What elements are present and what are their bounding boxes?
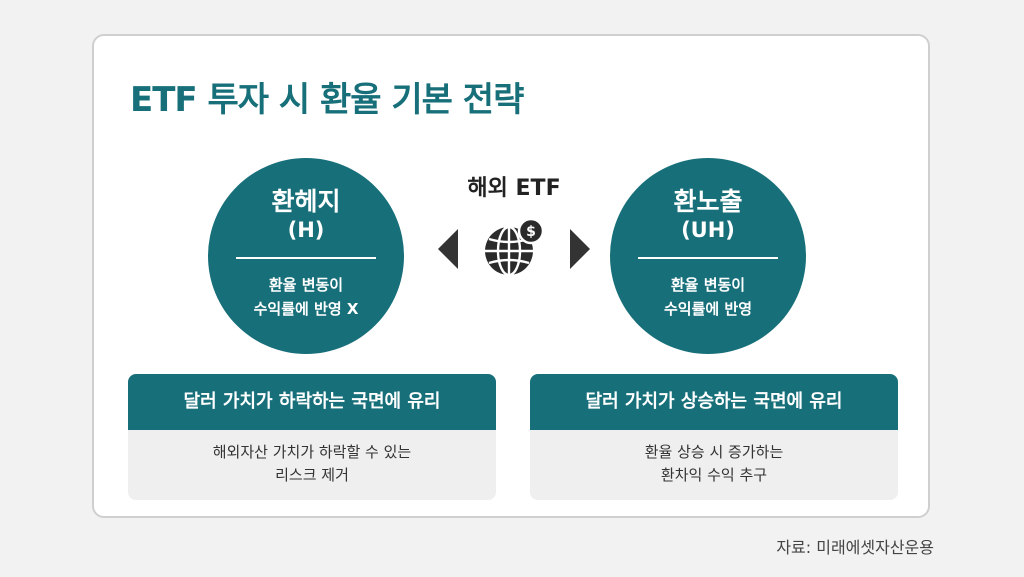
arrow-left-icon: [438, 229, 458, 269]
hedged-box-line1: 해외자산 가치가 하락할 수 있는: [212, 443, 412, 461]
unhedged-divider: [638, 257, 778, 259]
hedged-divider: [236, 257, 376, 259]
unhedged-box-body: 환율 상승 시 증가하는 환차익 수익 추구: [530, 430, 898, 500]
hedged-box-line2: 리스크 제거: [275, 466, 349, 484]
globe-dollar-icon: $: [485, 217, 545, 277]
svg-text:$: $: [526, 224, 536, 240]
unhedged-desc-line1: 환율 변동이: [670, 276, 746, 294]
unhedged-code: (UH): [681, 218, 735, 242]
unhedged-description: 환율 변동이 수익률에 반영: [610, 273, 806, 321]
unhedged-box-line2: 환차익 수익 추구: [660, 466, 768, 484]
unhedged-box-line1: 환율 상승 시 증가하는: [644, 443, 784, 461]
hedged-desc-line2: 수익률에 반영 X: [253, 300, 359, 318]
hedged-info-box: 달러 가치가 하락하는 국면에 유리 해외자산 가치가 하락할 수 있는 리스크…: [128, 374, 496, 500]
unhedged-info-box: 달러 가치가 상승하는 국면에 유리 환율 상승 시 증가하는 환차익 수익 추…: [530, 374, 898, 500]
diagram-card: ETF 투자 시 환율 기본 전략 환헤지 (H) 환율 변동이 수익률에 반영…: [92, 34, 930, 518]
hedged-circle: 환헤지 (H) 환율 변동이 수익률에 반영 X: [208, 158, 404, 354]
unhedged-name: 환노출: [673, 187, 743, 216]
center-label: 해외 ETF: [467, 176, 561, 201]
diagram-title: ETF 투자 시 환율 기본 전략: [130, 80, 524, 120]
unhedged-circle: 환노출 (UH) 환율 변동이 수익률에 반영: [610, 158, 806, 354]
hedged-desc-line1: 환율 변동이: [268, 276, 344, 294]
hedged-box-header: 달러 가치가 하락하는 국면에 유리: [128, 374, 496, 430]
source-credit: 자료: 미래에셋자산운용: [776, 538, 934, 557]
hedged-name: 환헤지: [271, 187, 341, 216]
hedged-code: (H): [287, 218, 325, 242]
hedged-box-body: 해외자산 가치가 하락할 수 있는 리스크 제거: [128, 430, 496, 500]
arrow-right-icon: [570, 229, 590, 269]
hedged-description: 환율 변동이 수익률에 반영 X: [208, 273, 404, 321]
unhedged-desc-line2: 수익률에 반영: [663, 300, 753, 318]
unhedged-box-header: 달러 가치가 상승하는 국면에 유리: [530, 374, 898, 430]
